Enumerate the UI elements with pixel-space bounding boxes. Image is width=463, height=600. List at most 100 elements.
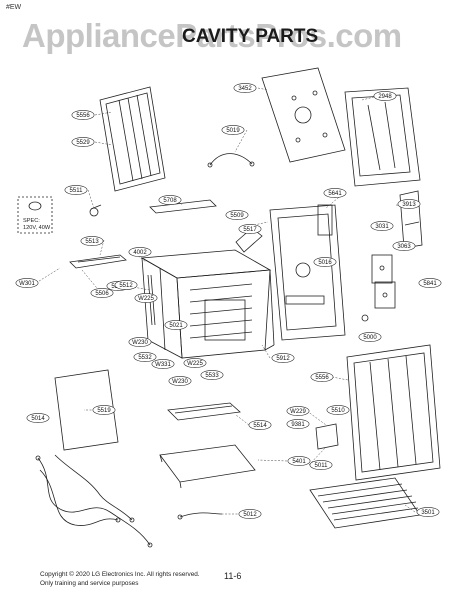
callout-5519: 5519 <box>92 405 116 415</box>
callout-5509: 5509 <box>225 210 249 220</box>
lamp-bulb-icon <box>17 196 53 234</box>
callout-5514: 5514 <box>248 420 272 430</box>
callout-w230: W230 <box>168 376 192 386</box>
callout-text: W230 <box>172 379 188 385</box>
callout-5512: 5512 <box>114 280 138 290</box>
wire-lead-5019 <box>207 153 255 168</box>
callout-w301: W301 <box>15 278 39 288</box>
callout-5021: 5021 <box>164 320 188 330</box>
hinge-5011 <box>315 423 339 450</box>
callout-text: 5556 <box>315 375 329 381</box>
broil-element-5514 <box>167 402 241 421</box>
callout-text: 5000 <box>363 335 377 341</box>
callout-w331: W331 <box>151 359 175 369</box>
callout-3063: 3063 <box>392 241 416 251</box>
lamp-socket-5511 <box>89 204 102 217</box>
callout-text: W301 <box>19 281 35 287</box>
hinge-bracket-5841 <box>371 254 396 309</box>
callout-text: 5011 <box>315 463 329 469</box>
callout-5513: 5513 <box>80 236 104 246</box>
callout-3501: 3501 <box>416 507 440 517</box>
callout-text: 5708 <box>163 198 177 204</box>
callout-text: 5529 <box>76 140 90 146</box>
insulation-panel-5519 <box>54 369 119 451</box>
callout-5011: 5011 <box>309 460 333 470</box>
callout-text: 5556 <box>76 113 90 119</box>
callout-5532: 5532 <box>133 352 157 362</box>
callout-text: 5513 <box>85 239 99 245</box>
rear-frame-5509 <box>269 204 346 341</box>
callout-5511: 5511 <box>64 185 88 195</box>
oven-rack-3501 <box>309 477 421 529</box>
callout-text: 5021 <box>169 323 183 329</box>
callout-text: 5512 <box>119 283 133 289</box>
callout-text: 3063 <box>397 244 411 250</box>
callout-text: 3031 <box>375 224 389 230</box>
callout-5000: 5000 <box>358 332 382 342</box>
callout-w230: W230 <box>128 337 152 347</box>
callout-text: 5517 <box>243 227 257 233</box>
callout-5912: 5912 <box>271 353 295 363</box>
door-frame-bottom-right <box>346 344 441 481</box>
spec-value: 120V, 40W <box>23 225 51 231</box>
callout-5401: 5401 <box>287 456 311 466</box>
spec-label: SPEC: <box>23 218 40 224</box>
callout-text: 5519 <box>97 408 111 414</box>
callout-3452: 3452 <box>233 83 257 93</box>
callout-text: 5912 <box>276 356 290 362</box>
callout-5510: 5510 <box>326 405 350 415</box>
front-trim-5708 <box>149 199 217 214</box>
callout-5533: 5533 <box>200 370 224 380</box>
callout-5641: 5641 <box>323 188 347 198</box>
callout-text: W225 <box>138 296 154 302</box>
callout-text: 5014 <box>31 416 45 422</box>
callout-text: 5511 <box>70 188 84 194</box>
watermark-text: AppliancePartsPros.com <box>22 17 402 54</box>
callout-3031: 3031 <box>370 221 394 231</box>
callout-text: 5514 <box>253 423 267 429</box>
callout-text: 3913 <box>402 202 416 208</box>
callout-5506: 5506 <box>90 288 114 298</box>
callout-text: 5641 <box>328 191 342 197</box>
callout-text: 3452 <box>238 86 252 92</box>
callout-5708: 5708 <box>158 195 182 205</box>
callout-text: W229 <box>290 409 306 415</box>
callout-text: 5841 <box>423 281 437 287</box>
fastener-5000 <box>361 314 369 322</box>
callout-5556: 5556 <box>71 110 95 120</box>
section-title: CAVITY PARTS <box>182 26 319 47</box>
callout-w225: W225 <box>134 293 158 303</box>
wiring-harness-5014 <box>35 454 153 548</box>
callout-text: 5016 <box>318 260 332 266</box>
callout-text: 5510 <box>331 408 345 414</box>
oven-cavity <box>140 249 275 359</box>
callout-text: W230 <box>132 340 148 346</box>
callout-9381: 9381 <box>286 419 310 429</box>
callout-3913: 3913 <box>397 199 421 209</box>
callout-text: 5532 <box>138 355 152 361</box>
callout-text: 5533 <box>205 373 219 379</box>
callout-5012: 5012 <box>238 509 262 519</box>
callout-text: W331 <box>155 362 171 368</box>
callout-text: 5506 <box>95 291 109 297</box>
callout-5841: 5841 <box>418 278 442 288</box>
spec-note: SPEC: 120V, 40W <box>23 218 50 232</box>
page-number: 11-6 <box>224 571 242 581</box>
bake-element-5513 <box>69 254 127 269</box>
callout-text: 3501 <box>421 510 435 516</box>
callout-text: 5401 <box>292 459 306 465</box>
bracket-frame-2948 <box>344 87 421 187</box>
wire-lead-5012 <box>177 512 223 520</box>
callout-labels: 3452294855565529501955115708564139133031… <box>15 83 442 519</box>
callout-4002: 4002 <box>128 247 152 257</box>
callout-text: 5012 <box>243 512 257 518</box>
callout-5529: 5529 <box>71 137 95 147</box>
callout-5014: 5014 <box>26 413 50 423</box>
callout-w229: W229 <box>286 406 310 416</box>
callout-2948: 2948 <box>373 91 397 101</box>
callout-5556: 5556 <box>310 372 334 382</box>
door-frame-top-left <box>99 86 166 192</box>
callout-text: 5509 <box>230 213 244 219</box>
